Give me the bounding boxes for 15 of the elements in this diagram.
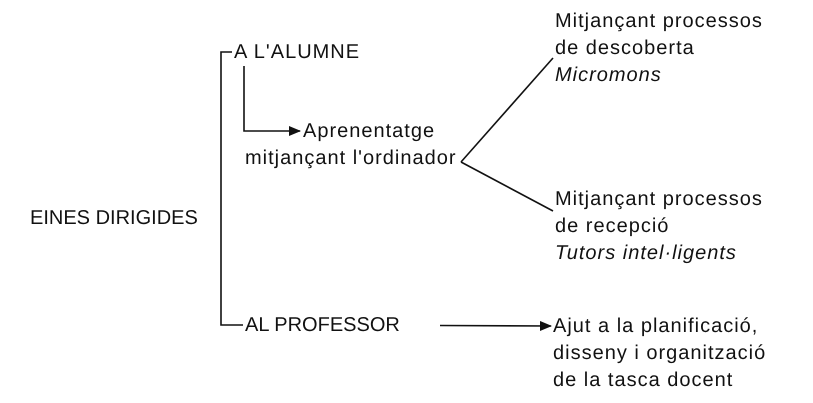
example-text: Micromons	[555, 63, 663, 88]
node-text: A L'ALUMNE	[234, 40, 362, 65]
node-text: Mitjançant processos de descoberta	[555, 9, 764, 61]
node-text: EINES DIRIGIDES	[30, 206, 199, 231]
node-text: Mitjançant processos de recepció	[555, 187, 764, 239]
node-text: Ajut a la planificació, disseny i organització de la tasca docent	[553, 314, 768, 393]
connector-line	[460, 57, 554, 163]
example-text: Tutors intel·ligents	[555, 241, 738, 266]
arrow	[243, 66, 301, 136]
node-text: AL PROFESSOR	[245, 313, 401, 338]
node-text: Aprenentatge mitjançant l'ordinador	[245, 119, 458, 171]
connector-line	[220, 51, 232, 218]
arrow	[440, 320, 552, 331]
connector-line	[460, 161, 554, 212]
connector-line	[220, 218, 243, 326]
